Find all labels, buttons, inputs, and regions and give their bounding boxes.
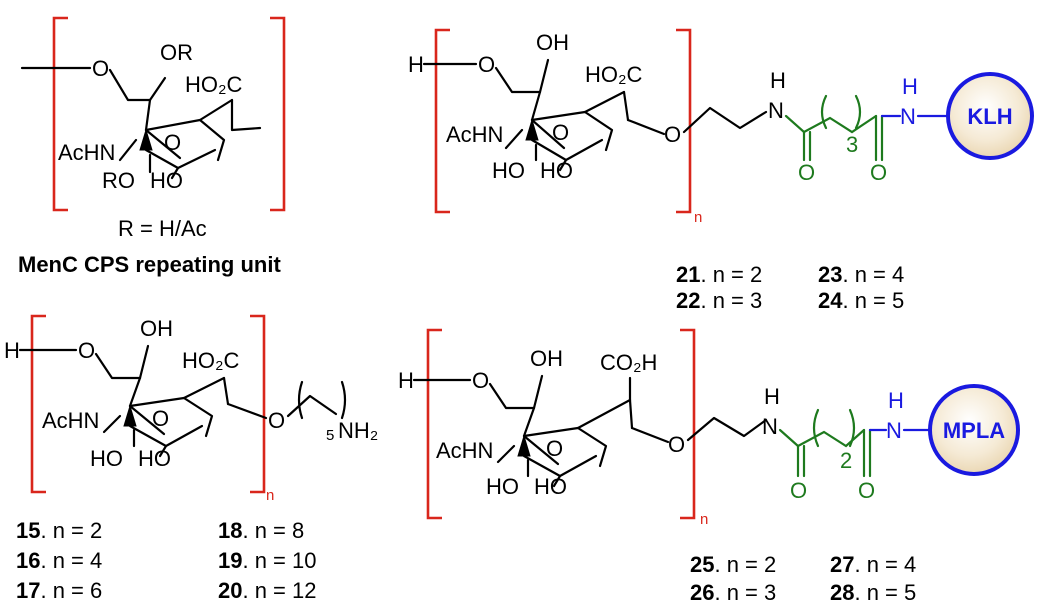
compound-25: 25. n = 2: [690, 552, 776, 577]
compound-19: 19. n = 10: [218, 548, 317, 573]
glycosidic-oxygen: O: [664, 122, 681, 147]
terminal-amine: NH₂: [338, 418, 378, 443]
r-definition: R = H/Ac: [118, 216, 207, 241]
hydroxyl-2: HO: [138, 446, 171, 471]
oh-top: OH: [140, 316, 173, 341]
bracket-right: [676, 28, 692, 214]
amide-h: H: [770, 68, 786, 93]
compound-26: 26. n = 3: [690, 580, 776, 605]
repeat-n: n: [694, 209, 702, 226]
carboxyl: HO₂C: [182, 348, 240, 373]
acetamido: AcHN: [436, 438, 493, 463]
hydroxyl-1: HO: [492, 158, 525, 183]
panel-b-klh-conjugate: n H O OH O HO₂C O AcHN HO HO H N O O: [408, 28, 1034, 313]
compound-27: 27. n = 4: [830, 552, 916, 577]
ring-oxygen: O: [164, 130, 181, 155]
bracket-left: [52, 16, 68, 212]
compound-16: 16. n = 4: [16, 548, 102, 573]
link-oxygen: O: [472, 368, 489, 393]
panel-a-repeating-unit: O OR O HO₂C AcHN RO HO R = H/Ac MenC CPS…: [18, 16, 286, 277]
bracket-left: [30, 314, 46, 494]
repeat-subscript: 5: [326, 427, 334, 444]
hydroxyl-1: HO: [90, 446, 123, 471]
compound-17: 17. n = 6: [16, 578, 102, 603]
oh-top: OH: [530, 346, 563, 371]
ring-oxygen: O: [552, 120, 569, 145]
bracket-left: [426, 328, 442, 520]
carrier-nh-h: H: [902, 74, 918, 99]
link-oxygen: O: [78, 338, 95, 363]
klh-carrier-ball: [946, 72, 1034, 160]
acetamido: AcHN: [446, 122, 503, 147]
bracket-right: [270, 16, 286, 212]
amide-n: N: [762, 414, 778, 439]
or-top: OR: [160, 40, 193, 65]
carbonyl-oxygen-1: O: [790, 478, 807, 503]
compound-20: 20. n = 12: [218, 578, 317, 603]
compound-15: 15. n = 2: [16, 518, 102, 543]
oh-top: OH: [536, 30, 569, 55]
hydroxyl-2: HO: [534, 474, 567, 499]
carrier-nh-h: H: [888, 388, 904, 413]
acetamido: AcHN: [42, 408, 99, 433]
terminal-h: H: [408, 52, 424, 77]
repeat-n: n: [266, 487, 274, 504]
caption-menc: MenC CPS repeating unit: [18, 252, 281, 277]
carbonyl-oxygen-1: O: [798, 160, 815, 185]
link-oxygen: O: [478, 52, 495, 77]
compound-28: 28. n = 5: [830, 580, 916, 605]
repeat-subscript: 2: [840, 448, 852, 473]
carrier-nh-n: N: [900, 104, 916, 129]
bracket-right: [250, 314, 266, 494]
link-oxygen: O: [92, 56, 109, 81]
ring-oxygen: O: [152, 406, 169, 431]
hydroxyl-1: HO: [486, 474, 519, 499]
repeat-n: n: [700, 511, 708, 528]
carbonyl-oxygen-2: O: [870, 160, 887, 185]
glycosidic-oxygen: O: [668, 432, 685, 457]
compound-22: 22. n = 3: [676, 288, 762, 313]
compound-18: 18. n = 8: [218, 518, 304, 543]
ring-oxygen: O: [546, 436, 563, 461]
panel-d-mpla-conjugate: n H O OH O CO₂H O AcHN HO HO H N O O: [398, 328, 1020, 605]
carrier-label: KLH: [967, 104, 1012, 129]
carbonyl-oxygen-2: O: [858, 478, 875, 503]
glycosidic-oxygen: O: [268, 408, 285, 433]
amide-n: N: [768, 98, 784, 123]
carboxyl: HO₂C: [585, 62, 643, 87]
repeat-subscript: 3: [846, 132, 858, 157]
hydroxyl-2: HO: [540, 158, 573, 183]
hydroxyl: HO: [150, 168, 183, 193]
carrier-label: MPLA: [943, 418, 1005, 443]
amide-h: H: [764, 384, 780, 409]
panel-c-amine-oligomer: n H O OH O HO₂C O AcHN HO HO 5 NH₂ 15. n…: [4, 314, 378, 603]
terminal-h: H: [398, 368, 414, 393]
mpla-carrier-ball: [928, 384, 1020, 476]
compound-24: 24. n = 5: [818, 288, 904, 313]
ro-group: RO: [102, 168, 135, 193]
carboxyl: HO₂C: [185, 72, 243, 97]
terminal-h: H: [4, 338, 20, 363]
compound-21: 21. n = 2: [676, 262, 762, 287]
bracket-right: [680, 328, 696, 520]
acetamido: AcHN: [58, 140, 115, 165]
compound-23: 23. n = 4: [818, 262, 904, 287]
bracket-left: [434, 28, 450, 214]
carboxyl: CO₂H: [600, 350, 657, 375]
carrier-nh-n: N: [886, 418, 902, 443]
